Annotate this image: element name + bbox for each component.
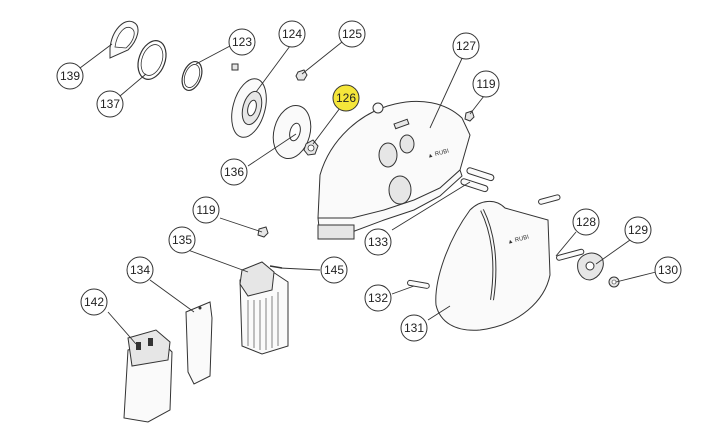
part-139-loop-ring bbox=[109, 20, 139, 59]
svg-text:119: 119 bbox=[196, 203, 215, 217]
svg-text:135: 135 bbox=[172, 233, 192, 247]
callout-130[interactable]: 130 bbox=[654, 256, 682, 284]
callout-132[interactable]: 132 bbox=[364, 284, 392, 312]
svg-text:142: 142 bbox=[84, 295, 104, 309]
svg-text:▲ RUBI: ▲ RUBI bbox=[427, 148, 450, 160]
callout-145[interactable]: 145 bbox=[320, 256, 348, 284]
part-145-screw bbox=[269, 265, 283, 269]
callout-127[interactable]: 127 bbox=[452, 32, 480, 60]
callout-125[interactable]: 125 bbox=[338, 20, 366, 48]
svg-text:125: 125 bbox=[342, 27, 362, 41]
callout-139[interactable]: 139 bbox=[56, 62, 84, 90]
part-123-snap-ring bbox=[181, 60, 239, 92]
svg-text:145: 145 bbox=[324, 263, 344, 277]
svg-text:137: 137 bbox=[100, 97, 120, 111]
callout-142[interactable]: 142 bbox=[80, 288, 108, 316]
part-136-outer-flange bbox=[272, 105, 312, 159]
svg-text:136: 136 bbox=[224, 165, 244, 179]
callout-119-top[interactable]: 119 bbox=[472, 70, 500, 98]
svg-text:134: 134 bbox=[130, 263, 150, 277]
svg-text:139: 139 bbox=[60, 69, 80, 83]
callout-133[interactable]: 133 bbox=[364, 228, 392, 256]
part-119-screw-top bbox=[464, 110, 475, 122]
part-127-blade-guard: ▲ RUBI bbox=[317, 100, 471, 240]
leader-lines bbox=[79, 41, 657, 345]
svg-text:128: 128 bbox=[576, 215, 596, 229]
svg-text:123: 123 bbox=[232, 35, 252, 49]
callout-129[interactable]: 129 bbox=[624, 216, 652, 244]
callout-131[interactable]: 131 bbox=[400, 314, 428, 342]
callout-124[interactable]: 124 bbox=[278, 20, 306, 48]
callout-119-left[interactable]: 119 bbox=[192, 196, 220, 224]
part-130-nut bbox=[608, 276, 620, 288]
svg-text:129: 129 bbox=[628, 223, 648, 237]
callout-134[interactable]: 134 bbox=[126, 256, 154, 284]
svg-text:130: 130 bbox=[658, 263, 678, 277]
svg-text:132: 132 bbox=[368, 291, 388, 305]
callout-126[interactable]: 126 bbox=[332, 84, 360, 112]
callout-128[interactable]: 128 bbox=[572, 208, 600, 236]
svg-text:124: 124 bbox=[282, 27, 302, 41]
svg-text:131: 131 bbox=[404, 321, 424, 335]
part-124-flange bbox=[231, 78, 267, 138]
part-126-arbor-nut bbox=[303, 139, 319, 156]
part-119-screw-left bbox=[257, 226, 269, 238]
part-132-screw bbox=[407, 279, 430, 289]
part-134-cover bbox=[185, 301, 213, 385]
part-128-pin bbox=[538, 194, 585, 261]
callout-136[interactable]: 136 bbox=[220, 158, 248, 186]
part-137-ring bbox=[137, 40, 167, 80]
part-131-shield: ▲ RUBI bbox=[435, 201, 551, 331]
svg-text:126: 126 bbox=[336, 91, 356, 105]
svg-text:119: 119 bbox=[476, 77, 495, 91]
callout-135[interactable]: 135 bbox=[168, 226, 196, 254]
part-133-pins bbox=[460, 167, 495, 193]
part-135-brush-block bbox=[239, 261, 289, 355]
svg-text:133: 133 bbox=[368, 235, 388, 249]
part-142-nozzle bbox=[123, 329, 173, 423]
part-129-knob bbox=[577, 252, 604, 281]
svg-text:127: 127 bbox=[456, 39, 476, 53]
callout-137[interactable]: 137 bbox=[96, 90, 124, 118]
svg-text:▲ RUBI: ▲ RUBI bbox=[507, 234, 530, 246]
callout-bubbles: 139 137 123 124 125 126 127 119 136 119 … bbox=[56, 20, 682, 342]
callout-123[interactable]: 123 bbox=[228, 28, 256, 56]
